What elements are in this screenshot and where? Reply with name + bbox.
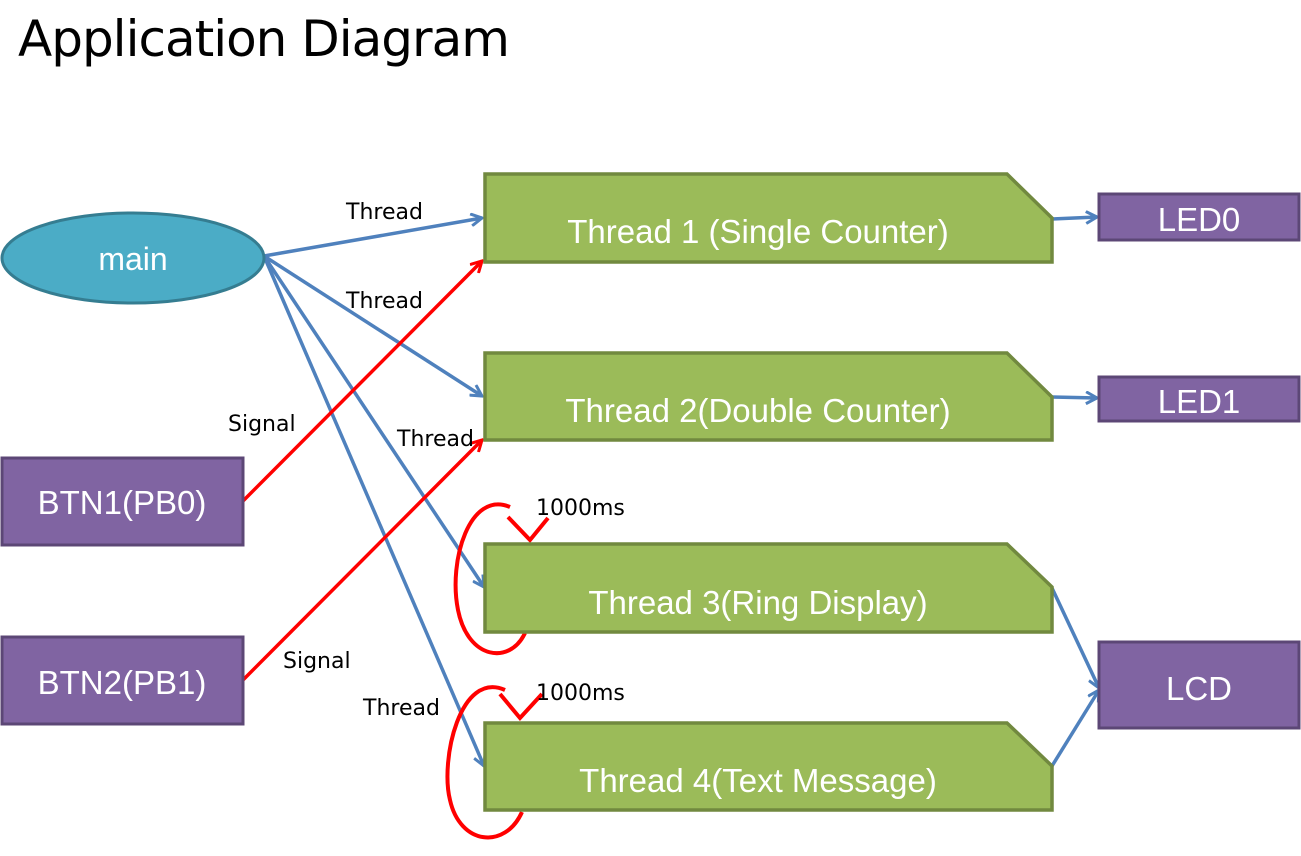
edge-main-thread4 bbox=[262, 255, 484, 766]
edge-thread2-led1 bbox=[1051, 397, 1097, 398]
loop-arrowhead-thread3 bbox=[506, 515, 550, 544]
edges-main-to-threads bbox=[262, 218, 484, 766]
label-timer-thread4: 1000ms bbox=[536, 681, 625, 706]
edge-thread4-lcd bbox=[1050, 690, 1099, 767]
node-led1-label: LED1 bbox=[1158, 383, 1241, 420]
label-thread-4: Thread bbox=[362, 696, 440, 721]
label-timer-thread3: 1000ms bbox=[536, 496, 625, 521]
loop-arc-thread3 bbox=[453, 502, 527, 656]
node-led1[interactable]: LED1 bbox=[1097, 375, 1301, 423]
node-thread4[interactable]: Thread 4(Text Message) bbox=[483, 721, 1054, 812]
edge-main-thread2 bbox=[263, 254, 482, 396]
node-thread1[interactable]: Thread 1 (Single Counter) bbox=[483, 172, 1054, 264]
node-main-label: main bbox=[98, 241, 167, 277]
node-thread3[interactable]: Thread 3(Ring Display) bbox=[483, 542, 1054, 634]
node-thread2[interactable]: Thread 2(Double Counter) bbox=[483, 351, 1054, 442]
timer-loop-thread4 bbox=[445, 685, 544, 840]
page-title: Application Diagram bbox=[18, 10, 510, 68]
edge-btn1-thread1 bbox=[241, 261, 482, 503]
edges-threads-to-outputs bbox=[1050, 217, 1099, 767]
node-lcd[interactable]: LCD bbox=[1097, 640, 1301, 730]
edges-signals bbox=[241, 261, 482, 682]
edge-thread1-led0 bbox=[1051, 217, 1097, 219]
label-thread-2: Thread bbox=[345, 289, 423, 314]
node-thread3-label: Thread 3(Ring Display) bbox=[588, 584, 927, 621]
node-btn2-label: BTN2(PB1) bbox=[38, 664, 207, 701]
node-thread1-label: Thread 1 (Single Counter) bbox=[567, 213, 949, 250]
node-thread4-label: Thread 4(Text Message) bbox=[579, 762, 937, 799]
node-led0-label: LED0 bbox=[1158, 201, 1241, 238]
node-lcd-label: LCD bbox=[1166, 670, 1232, 707]
node-led0[interactable]: LED0 bbox=[1097, 192, 1301, 242]
node-btn1[interactable]: BTN1(PB0) bbox=[0, 456, 245, 547]
node-thread2-label: Thread 2(Double Counter) bbox=[565, 392, 950, 429]
edge-main-thread1 bbox=[263, 218, 482, 258]
edge-thread3-lcd bbox=[1050, 587, 1099, 688]
loop-arrowhead-thread4 bbox=[498, 692, 544, 722]
label-thread-1: Thread bbox=[345, 200, 423, 225]
edge-main-thread3 bbox=[262, 255, 484, 587]
node-btn2[interactable]: BTN2(PB1) bbox=[0, 635, 245, 726]
label-signal-1: Signal bbox=[228, 412, 296, 437]
node-main[interactable]: main bbox=[0, 211, 266, 305]
timer-loop-thread3 bbox=[453, 502, 550, 656]
edge-labels: Thread Thread Thread Thread Signal Signa… bbox=[228, 200, 625, 721]
edge-btn2-thread2 bbox=[241, 440, 482, 682]
label-thread-3: Thread bbox=[396, 427, 474, 452]
loop-arc-thread4 bbox=[445, 685, 524, 840]
label-signal-2: Signal bbox=[283, 649, 351, 674]
node-btn1-label: BTN1(PB0) bbox=[38, 484, 207, 521]
